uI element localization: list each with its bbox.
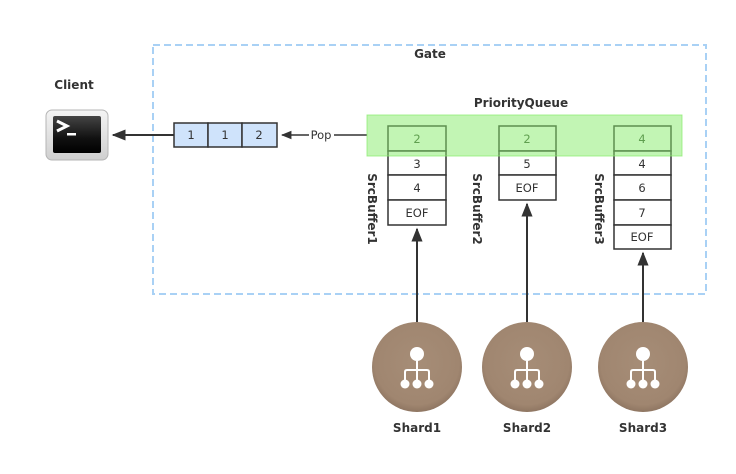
priority-queue-label: PriorityQueue [474, 96, 568, 110]
queue-cell-value: 2 [255, 128, 262, 142]
priority-queue-band [366, 114, 683, 157]
buffer-cell-value: EOF [631, 230, 654, 244]
gate-border [152, 44, 707, 295]
src-buffer-label: SrcBuffer1 [365, 173, 379, 245]
buffer-cell-value: 3 [413, 157, 420, 171]
queue-cell [241, 122, 278, 148]
pq-head-value: 2 [523, 132, 530, 146]
hierarchy-icon [626, 347, 660, 389]
pq-head-value: 4 [638, 132, 645, 146]
terminal-icon [45, 109, 109, 161]
hierarchy-icon [510, 347, 544, 389]
client: Client [45, 78, 109, 161]
client-label: Client [54, 78, 94, 92]
buffer-cell [613, 199, 672, 226]
queue-cell [173, 122, 209, 148]
pq-head-value: 2 [413, 132, 420, 146]
buffer-cell [387, 199, 447, 226]
shard-3: Shard3 [598, 322, 688, 435]
shard-label: Shard1 [393, 421, 441, 435]
queue-cell-value: 1 [221, 128, 228, 142]
buffer-cell-value: EOF [516, 181, 539, 195]
buffer-cell-value: 4 [413, 181, 420, 195]
hierarchy-icon [400, 347, 434, 389]
buffer-cell [498, 174, 557, 201]
pop-connector: Pop [280, 128, 367, 142]
src-buffer-label: SrcBuffer3 [592, 173, 606, 245]
buffer-cell-value: 4 [638, 157, 645, 171]
pop-label: Pop [311, 128, 332, 142]
shard-2: Shard2 [482, 322, 572, 435]
src-buffer-label: SrcBuffer2 [470, 173, 484, 245]
shard-label: Shard3 [619, 421, 667, 435]
output-queue: 1 1 2 [173, 122, 278, 148]
shard-1: Shard1 [372, 322, 462, 435]
shard-label: Shard2 [503, 421, 551, 435]
priority-queue: 2 2 4 [366, 114, 683, 157]
buffer-cell-value: 6 [638, 181, 645, 195]
gate-container: Gate [152, 44, 707, 295]
buffer-cell-value: 5 [523, 157, 530, 171]
buffer-cell-value: 7 [638, 206, 645, 220]
queue-cell-value: 1 [187, 128, 194, 142]
buffer-cell [613, 224, 672, 250]
buffer-cell-value: EOF [406, 206, 429, 220]
gate-label: Gate [414, 47, 446, 61]
